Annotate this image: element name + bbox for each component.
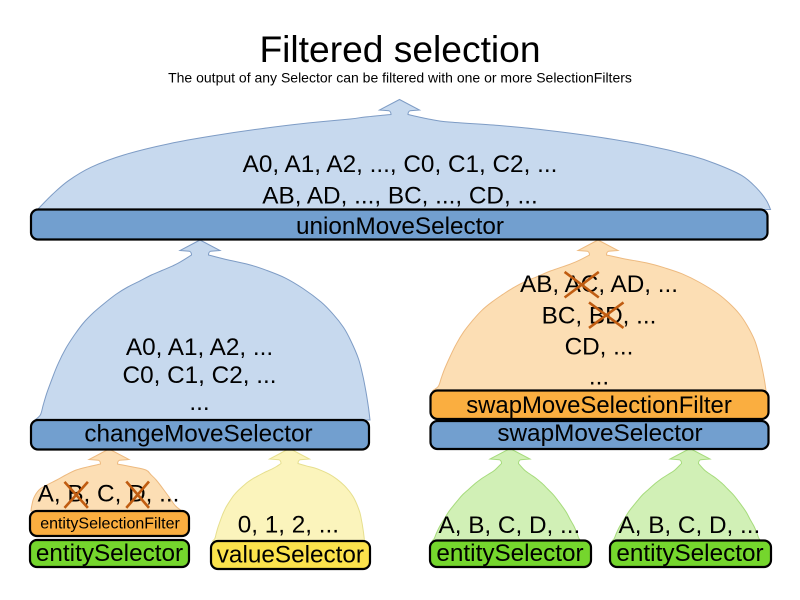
svg-text:A, B, C, D, ...: A, B, C, D, ... (619, 512, 761, 539)
svg-text:A0, A1, A2, ...: A0, A1, A2, ... (126, 334, 273, 361)
svg-text:C0, C1, C2, ...: C0, C1, C2, ... (123, 362, 277, 389)
svg-text:0, 1, 2, ...: 0, 1, 2, ... (238, 512, 339, 539)
svg-text:valueSelector: valueSelector (217, 542, 364, 569)
svg-text:entitySelectionFilter: entitySelectionFilter (40, 516, 180, 533)
svg-text:entitySelector: entitySelector (36, 540, 183, 567)
svg-text:Filtered selection: Filtered selection (259, 28, 540, 70)
svg-text:entitySelector: entitySelector (436, 540, 583, 567)
svg-text:swapMoveSelector: swapMoveSelector (497, 420, 702, 447)
svg-text:changeMoveSelector: changeMoveSelector (84, 421, 312, 448)
svg-text:A, B, C, D, ...: A, B, C, D, ... (38, 481, 180, 508)
svg-text:AB, AD, ..., BC, ..., CD, ...: AB, AD, ..., BC, ..., CD, ... (262, 183, 537, 210)
svg-text:entitySelector: entitySelector (616, 540, 763, 567)
svg-text:CD, ...: CD, ... (565, 334, 634, 361)
svg-text:unionMoveSelector: unionMoveSelector (296, 213, 504, 240)
svg-text:AB, AC, AD, ...: AB, AC, AD, ... (520, 271, 678, 298)
svg-text:A0, A1, A2, ..., C0, C1, C2, .: A0, A1, A2, ..., C0, C1, C2, ... (243, 151, 558, 178)
svg-text:BC, BD, ...: BC, BD, ... (542, 302, 657, 329)
svg-text:swapMoveSelectionFilter: swapMoveSelectionFilter (466, 392, 732, 419)
svg-text:...: ... (589, 364, 609, 391)
svg-text:A, B, C, D, ...: A, B, C, D, ... (439, 512, 581, 539)
svg-text:...: ... (189, 389, 209, 416)
svg-text:The output of any Selector can: The output of any Selector can be filter… (168, 70, 632, 86)
